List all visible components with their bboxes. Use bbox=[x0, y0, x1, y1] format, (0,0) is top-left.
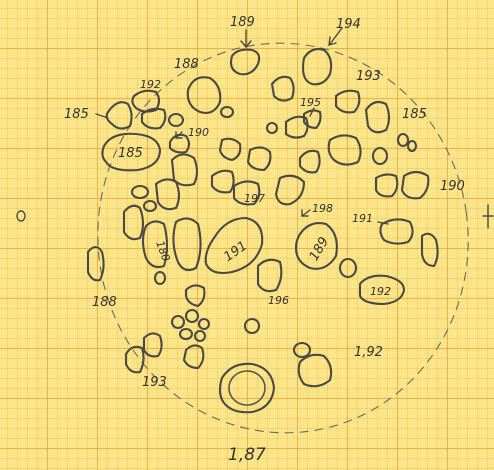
stone-small-1 bbox=[169, 114, 183, 126]
label-185-right: 185 bbox=[402, 107, 427, 122]
stone-192-bottom bbox=[299, 355, 331, 386]
label-188-left: 188 bbox=[92, 295, 117, 310]
stone-192-b bbox=[107, 102, 132, 128]
stone-194 bbox=[303, 49, 331, 84]
stone-193-b bbox=[366, 102, 389, 132]
label-195: 195 bbox=[300, 96, 321, 109]
label-190-1: 190 bbox=[440, 179, 465, 194]
label-198: 198 bbox=[312, 202, 333, 215]
label-185-left: 185 bbox=[64, 107, 89, 122]
stone-190-b bbox=[220, 139, 240, 160]
label-189-mid: 189 bbox=[307, 235, 332, 264]
stone-193-bottom-a bbox=[126, 347, 144, 372]
stone-187-inner bbox=[229, 371, 265, 405]
stone-small-14 bbox=[180, 329, 192, 339]
label-190-upper: 190 bbox=[188, 126, 209, 139]
stone-small-13 bbox=[199, 319, 209, 329]
stone-188-left bbox=[88, 247, 104, 280]
stone-mid-2 bbox=[248, 147, 270, 170]
stone-191-small-b bbox=[422, 234, 438, 266]
stone-left-mid bbox=[124, 206, 143, 239]
stone-190-1-a bbox=[376, 174, 397, 196]
stone-small-15 bbox=[195, 331, 205, 341]
stone-mid-3 bbox=[300, 151, 320, 173]
stone-small-17 bbox=[294, 343, 310, 357]
stone-low-2 bbox=[184, 345, 203, 368]
stone-193-a bbox=[336, 91, 359, 113]
stone-193-bottom-b bbox=[144, 333, 162, 356]
label-192-left: 192 bbox=[140, 78, 161, 91]
label-196: 196 bbox=[268, 294, 289, 307]
label-192-bottom: 1,92 bbox=[354, 345, 383, 360]
stone-small-6 bbox=[373, 148, 387, 164]
stone-189 bbox=[231, 50, 259, 75]
label-185-box: 185 bbox=[118, 146, 143, 161]
right-side-mark bbox=[483, 205, 493, 228]
stone-low-1 bbox=[186, 285, 204, 306]
arrow-198 bbox=[302, 210, 310, 216]
stone-180-b bbox=[173, 218, 200, 270]
stone-198-a bbox=[276, 176, 304, 205]
label-188-top: 188 bbox=[174, 57, 199, 72]
stone-small-16 bbox=[245, 319, 259, 333]
label-193-right: 193 bbox=[356, 69, 381, 84]
stone-mid-4 bbox=[329, 135, 361, 164]
stone-mid-5 bbox=[156, 179, 179, 209]
stone-small-8 bbox=[144, 201, 156, 211]
label-187: 1,87 bbox=[228, 445, 266, 465]
stone-small-11 bbox=[172, 316, 184, 328]
left-side-mark bbox=[17, 211, 25, 221]
stone-188-top bbox=[188, 77, 221, 113]
label-191: 191 bbox=[221, 239, 250, 266]
cluster-boundary bbox=[73, 19, 494, 457]
label-194: 194 bbox=[336, 17, 361, 32]
stone-small-2 bbox=[221, 107, 233, 117]
stone-top-small bbox=[272, 77, 294, 101]
label-192-box: 192 bbox=[370, 285, 391, 298]
stone-190-1-b bbox=[402, 172, 428, 198]
stone-196-a bbox=[258, 260, 281, 291]
arrow-195 bbox=[310, 108, 314, 116]
stone-small-10 bbox=[155, 272, 165, 284]
stone-small-12 bbox=[186, 310, 198, 322]
stone-small-3 bbox=[267, 123, 277, 133]
stone-small-5 bbox=[408, 141, 416, 151]
label-180: 180 bbox=[153, 239, 172, 263]
stone-small-4 bbox=[398, 134, 408, 146]
label-193-bottom: 193 bbox=[142, 375, 167, 390]
stone-small-7 bbox=[132, 186, 148, 198]
label-197: 197 bbox=[244, 192, 265, 205]
label-191-small: 191 bbox=[352, 212, 373, 225]
stone-small-9 bbox=[340, 259, 356, 277]
arrow-189 bbox=[241, 30, 251, 47]
stone-mid-6 bbox=[212, 171, 234, 193]
label-189-top: 189 bbox=[230, 15, 255, 30]
